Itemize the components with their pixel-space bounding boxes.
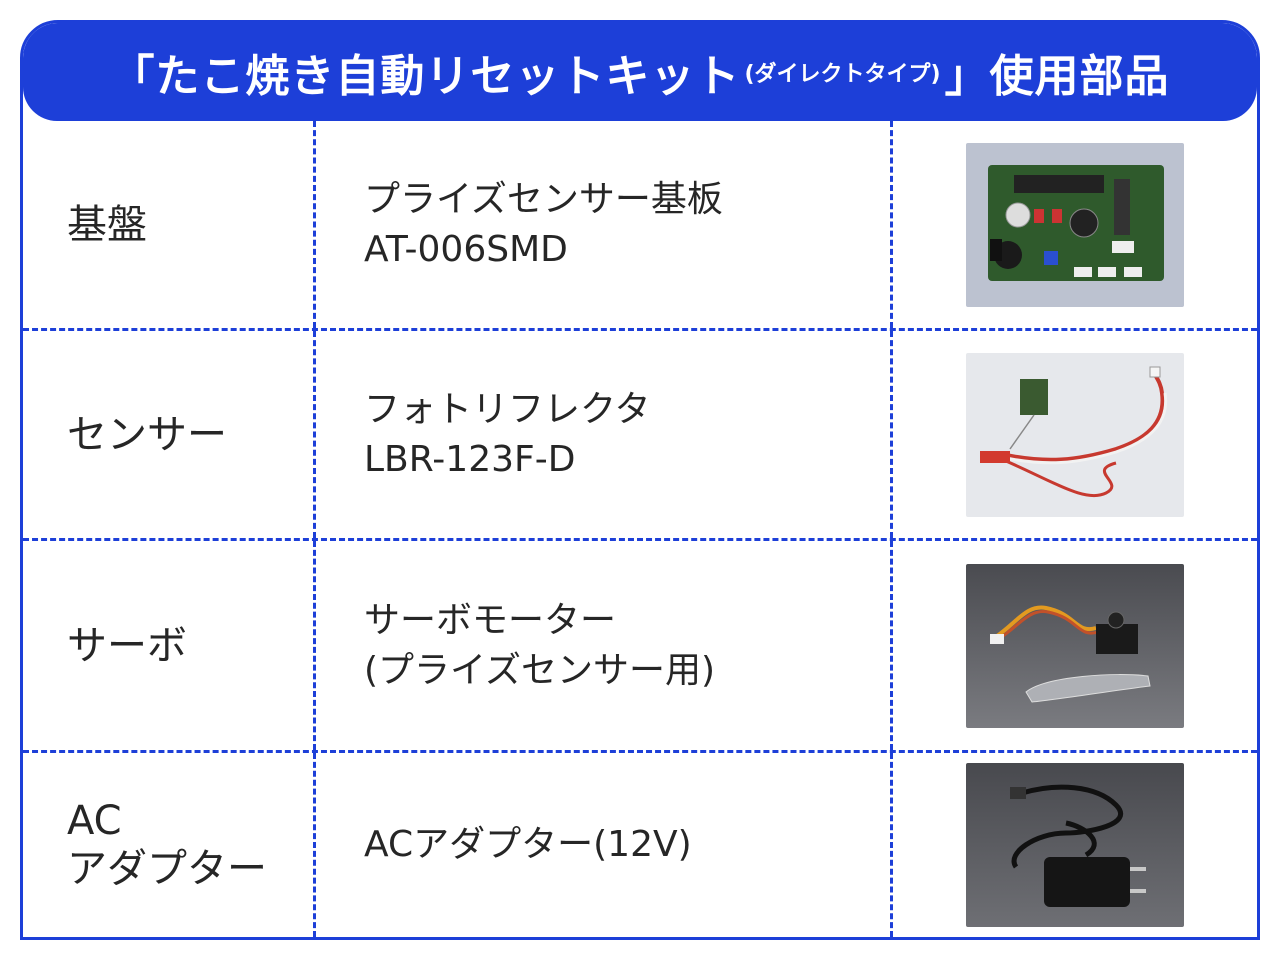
table-row: 基盤 プライズセンサー基板 AT-006SMD	[23, 121, 1257, 331]
image-cell	[893, 331, 1257, 538]
table-row: AC アダプター ACアダプター(12V)	[23, 753, 1257, 937]
category-cell: サーボ	[23, 541, 316, 750]
parts-table-frame: 「たこ焼き自動リセットキット (ダイレクトタイプ) 」使用部品 基盤 プライズセ…	[20, 20, 1260, 940]
part-name-line: フォトリフレクタ	[364, 388, 651, 430]
header-title-end: 」使用部品	[944, 51, 1170, 102]
part-name-cell: フォトリフレクタ LBR-123F-D	[316, 331, 893, 538]
category-label: 基盤	[67, 201, 147, 248]
table-header: 「たこ焼き自動リセットキット (ダイレクトタイプ) 」使用部品	[23, 23, 1257, 121]
part-model-line: LBR-123F-D	[364, 438, 576, 480]
category-label: センサー	[67, 411, 227, 458]
part-model-line: AT-006SMD	[364, 228, 568, 270]
part-name-cell: ACアダプター(12V)	[316, 753, 893, 937]
parts-table: 基盤 プライズセンサー基板 AT-006SMD	[23, 121, 1257, 937]
part-name-cell: サーボモーター (プライズセンサー用)	[316, 541, 893, 750]
table-row: サーボ サーボモーター (プライズセンサー用)	[23, 541, 1257, 753]
image-cell	[893, 753, 1257, 937]
category-cell: AC アダプター	[23, 753, 316, 937]
servo-motor-photo	[966, 563, 1184, 728]
category-cell: センサー	[23, 331, 316, 538]
category-cell: 基盤	[23, 121, 316, 328]
photo-reflector-sensor-photo	[966, 352, 1184, 517]
category-label: アダプター	[67, 846, 267, 892]
ac-adapter-photo	[966, 763, 1184, 927]
image-cell	[893, 541, 1257, 750]
header-title-main: 「たこ焼き自動リセットキット	[110, 51, 741, 102]
image-cell	[893, 121, 1257, 328]
part-note-line: (プライズセンサー用)	[364, 649, 716, 691]
part-name-cell: プライズセンサー基板 AT-006SMD	[316, 121, 893, 328]
category-label: サーボ	[67, 622, 187, 669]
category-label: AC	[67, 798, 122, 844]
part-name-line: プライズセンサー基板	[364, 178, 723, 220]
circuit-board-photo	[966, 142, 1184, 307]
part-name-line: ACアダプター(12V)	[364, 824, 692, 865]
header-title-sub: (ダイレクトタイプ)	[744, 62, 941, 87]
part-name-line: サーボモーター	[364, 599, 617, 641]
table-row: センサー フォトリフレクタ LBR-123F-D	[23, 331, 1257, 541]
